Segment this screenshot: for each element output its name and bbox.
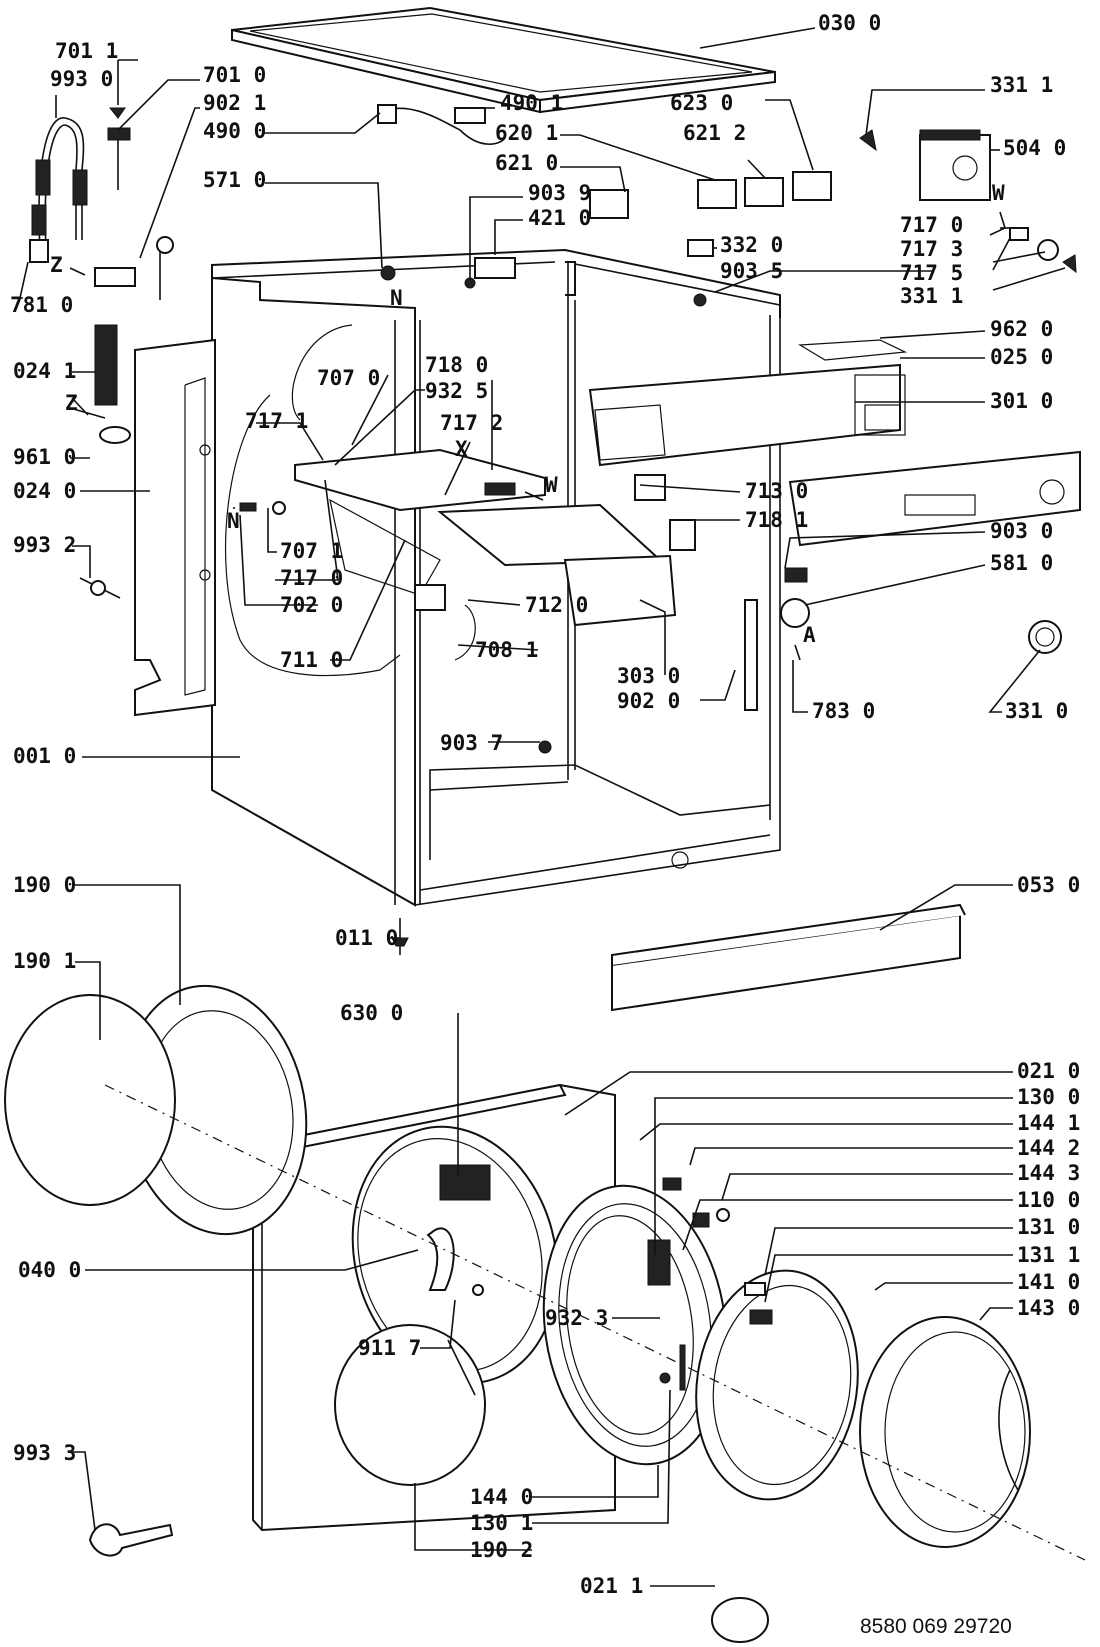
part-label: 144 2 xyxy=(1017,1136,1080,1160)
part-label: 331 1 xyxy=(990,73,1053,97)
part-label: 571 0 xyxy=(203,168,266,192)
part-label: 993 3 xyxy=(13,1441,76,1465)
part-label: 025 0 xyxy=(990,345,1053,369)
door-seal xyxy=(4,984,308,1236)
part-label: 717 2 xyxy=(440,411,503,435)
part-label: 130 1 xyxy=(470,1511,533,1535)
part-label: 630 0 xyxy=(340,1001,403,1025)
part-label: 040 0 xyxy=(18,1258,81,1282)
part-label: 190 0 xyxy=(13,873,76,897)
part-label: 961 0 xyxy=(13,445,76,469)
part-label: 144 1 xyxy=(1017,1111,1080,1135)
part-label: 131 1 xyxy=(1017,1243,1080,1267)
part-label: 011 0 xyxy=(335,926,398,950)
part-label: 620 1 xyxy=(495,121,558,145)
part-label: 993 0 xyxy=(50,67,113,91)
part-label: 332 0 xyxy=(720,233,783,257)
part-label: 701 0 xyxy=(203,63,266,87)
part-label: 021 0 xyxy=(1017,1059,1080,1083)
part-label: 718 1 xyxy=(745,508,808,532)
part-label: 903 9 xyxy=(528,181,591,205)
part-label: 331 0 xyxy=(1005,699,1068,723)
part-label: 781 0 xyxy=(10,293,73,317)
part-label: 030 0 xyxy=(818,11,881,35)
part-label: 190 1 xyxy=(13,949,76,973)
part-label: 504 0 xyxy=(1003,136,1066,160)
part-label: 621 2 xyxy=(683,121,746,145)
part-label: W xyxy=(992,181,1005,205)
part-label: 717 0 xyxy=(900,213,963,237)
door-ring xyxy=(542,1184,728,1466)
part-label: 581 0 xyxy=(990,551,1053,575)
part-label: 717 5 xyxy=(900,261,963,285)
part-label: 717 3 xyxy=(900,237,963,261)
part-label: W xyxy=(545,473,558,497)
part-label: 717 0 xyxy=(280,566,343,590)
part-label: 621 0 xyxy=(495,151,558,175)
top-panel xyxy=(231,6,776,114)
part-label: 144 3 xyxy=(1017,1161,1080,1185)
part-label: 053 0 xyxy=(1017,873,1080,897)
part-label: 713 0 xyxy=(745,479,808,503)
part-label: 932 5 xyxy=(425,379,488,403)
back-panel xyxy=(134,338,216,717)
part-label: 490 0 xyxy=(203,119,266,143)
part-label: 110 0 xyxy=(1017,1188,1080,1212)
part-label: 021 1 xyxy=(580,1574,643,1598)
part-label: 331 1 xyxy=(900,284,963,308)
part-label: 711 0 xyxy=(280,648,343,672)
diagram-reference-number: 8580 069 29720 xyxy=(860,1615,1012,1638)
detergent-dispenser xyxy=(294,448,677,661)
part-label: 490 1 xyxy=(500,91,563,115)
part-label: 001 0 xyxy=(13,744,76,768)
part-label: 903 0 xyxy=(990,519,1053,543)
part-label: 708 1 xyxy=(475,638,538,662)
part-label: 903 5 xyxy=(720,259,783,283)
part-label: 130 0 xyxy=(1017,1085,1080,1109)
part-label: 143 0 xyxy=(1017,1296,1080,1320)
part-label: 702 0 xyxy=(280,593,343,617)
part-label: 707 1 xyxy=(280,539,343,563)
part-label: 623 0 xyxy=(670,91,733,115)
part-label: 902 0 xyxy=(617,689,680,713)
part-label: 303 0 xyxy=(617,664,680,688)
part-label: Z xyxy=(65,391,78,415)
part-label: 718 0 xyxy=(425,353,488,377)
leader-lines xyxy=(19,27,1066,1587)
part-label: 712 0 xyxy=(525,593,588,617)
part-label: 717 1 xyxy=(245,409,308,433)
part-label: 421 0 xyxy=(528,206,591,230)
part-label: 902 1 xyxy=(203,91,266,115)
part-label: 962 0 xyxy=(990,317,1053,341)
part-label: 141 0 xyxy=(1017,1270,1080,1294)
part-label: N xyxy=(390,286,403,310)
part-label: 190 2 xyxy=(470,1538,533,1562)
part-label: A xyxy=(803,623,816,647)
part-label: X xyxy=(455,437,468,461)
part-label: 024 0 xyxy=(13,479,76,503)
part-label: 932 3 xyxy=(545,1306,608,1330)
kick-plate xyxy=(611,903,966,1012)
part-label: 024 1 xyxy=(13,359,76,383)
cabinet xyxy=(211,248,781,907)
part-label: 301 0 xyxy=(990,389,1053,413)
door-glass xyxy=(695,1269,1031,1548)
part-label: 707 0 xyxy=(317,366,380,390)
part-label: 783 0 xyxy=(812,699,875,723)
part-labels: 030 0 701 1 993 0 701 0 902 1 490 1 490 … xyxy=(10,11,1080,1598)
part-label: Z xyxy=(50,253,63,277)
part-label: 993 2 xyxy=(13,533,76,557)
control-panel xyxy=(588,339,1081,547)
part-label: 144 0 xyxy=(470,1485,533,1509)
door-axis-line xyxy=(104,1084,1086,1561)
part-label: 131 0 xyxy=(1017,1215,1080,1239)
part-label: 903 7 xyxy=(440,731,503,755)
part-label: 911 7 xyxy=(358,1336,421,1360)
part-label: N xyxy=(227,509,240,533)
part-label: 701 1 xyxy=(55,39,118,63)
